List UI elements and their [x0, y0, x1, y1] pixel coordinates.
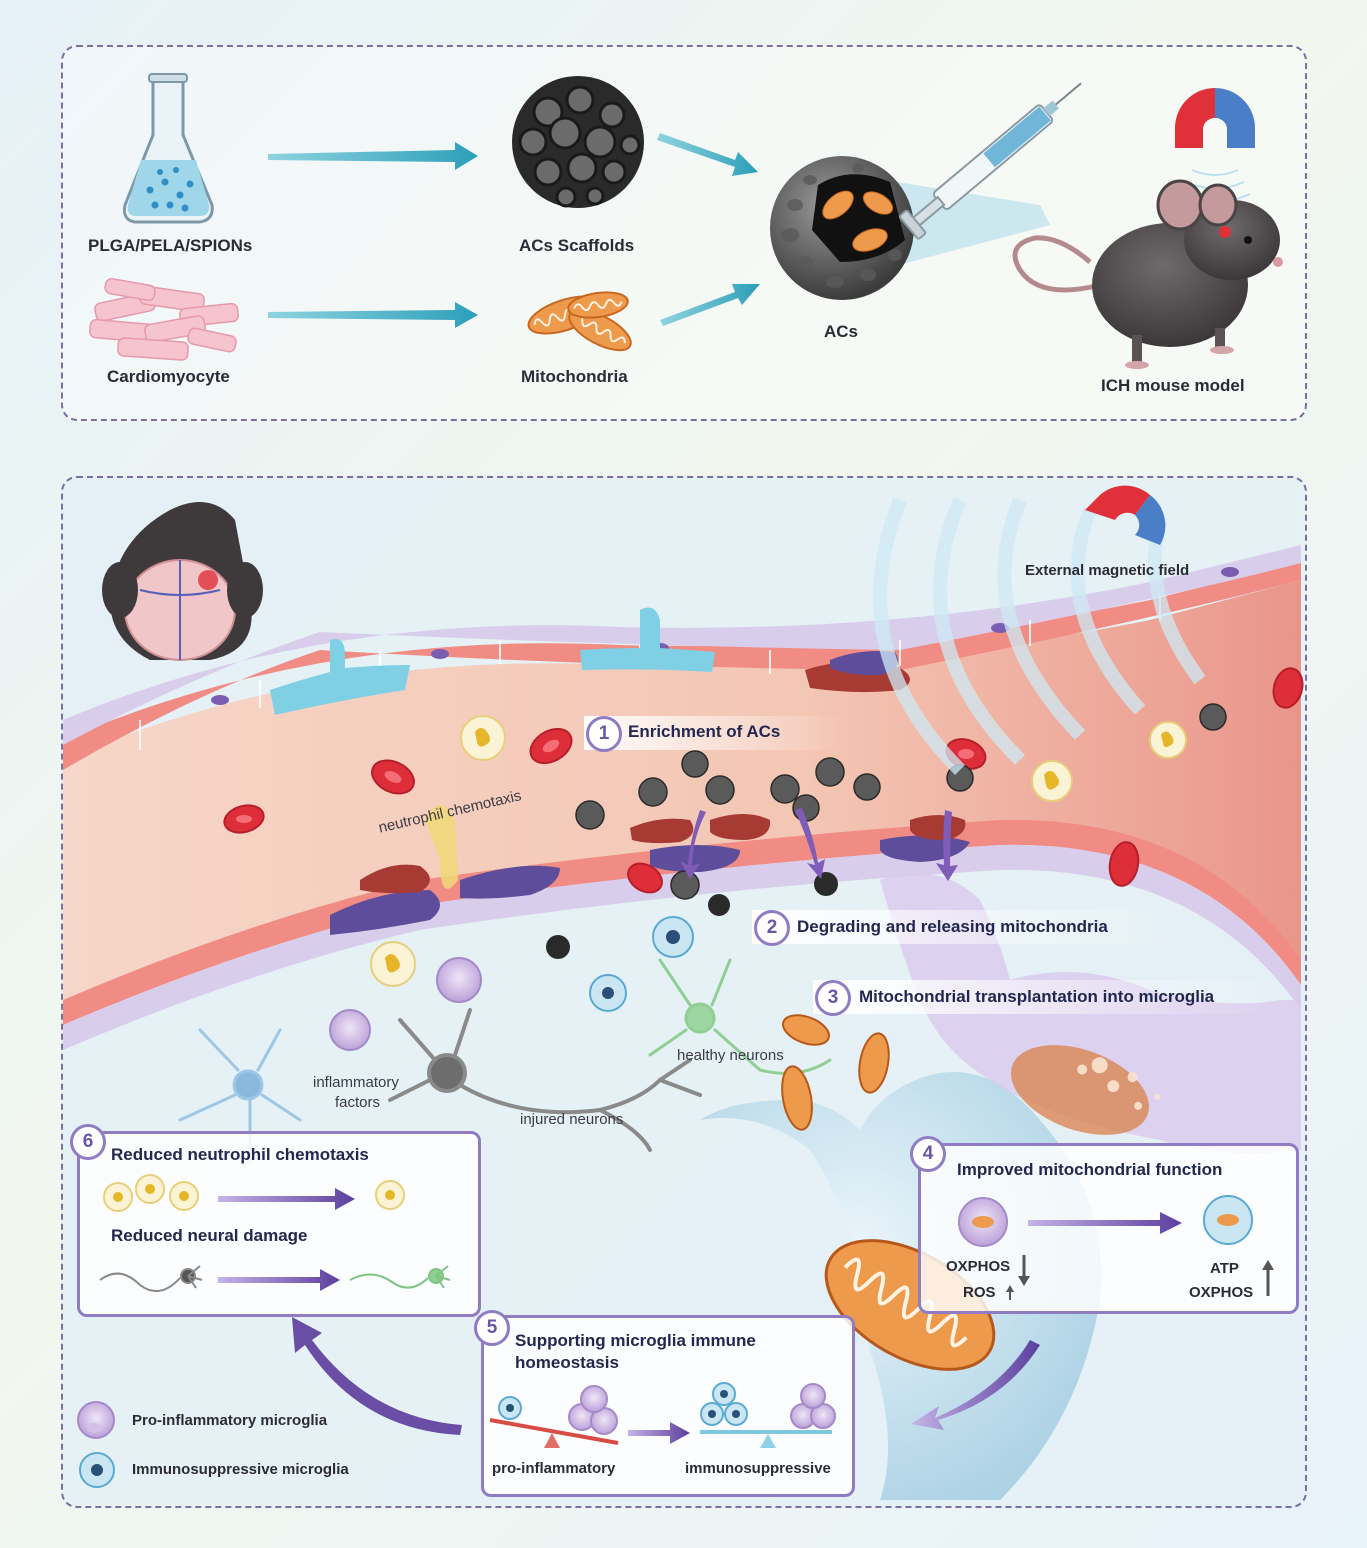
step1-band: [584, 716, 844, 750]
acs-particles: [575, 703, 1227, 900]
label-mouse-model: ICH mouse model: [1101, 376, 1245, 395]
step1-title: Enrichment of ACs: [628, 722, 781, 741]
label-mitochondria: Mitochondria: [521, 367, 628, 386]
step5-title-line1: Supporting microglia immune: [515, 1331, 756, 1350]
step1-number: 1: [586, 716, 622, 752]
label-cardiomyocyte: Cardiomyocyte: [107, 367, 230, 386]
acs-loaded-sphere-icon: [770, 156, 1050, 300]
step5-number: 5: [474, 1310, 510, 1346]
degrading-acs: [546, 872, 838, 959]
step5-label-pro-inflammatory: pro-inflammatory: [492, 1460, 616, 1477]
step2-number: 2: [754, 910, 790, 946]
step6-title-neural: Reduced neural damage: [111, 1226, 308, 1245]
acs-scaffold-sphere-icon: [512, 76, 644, 208]
top-panel: [61, 45, 1307, 421]
legend-immunosuppressive-label: Immunosuppressive microglia: [132, 1461, 349, 1478]
step4-title: Improved mitochondrial function: [957, 1160, 1223, 1179]
step3-band: [813, 980, 1283, 1014]
step4-left-oxphos: OXPHOS: [946, 1258, 1011, 1275]
label-injured-neurons: injured neurons: [520, 1111, 624, 1128]
step5-title-line2: homeostasis: [515, 1353, 619, 1372]
mitochondria-icon: [527, 291, 632, 352]
label-factors: factors: [335, 1094, 381, 1111]
flask-icon: [123, 73, 214, 224]
released-mitochondria: [781, 1014, 890, 1131]
legend-pro-inflammatory-label: Pro-inflammatory microglia: [132, 1412, 328, 1429]
label-acs: ACs: [824, 322, 859, 341]
step4-number: 4: [910, 1136, 946, 1172]
arrow-to-step6: [292, 1317, 462, 1435]
step4-right-atp: ATP: [1210, 1260, 1239, 1277]
top-panel-graphics: [89, 73, 1283, 369]
damaged-endothelium: [805, 651, 910, 693]
vessel-wall-upper: [63, 545, 1301, 770]
acs-entry-arrows: [680, 808, 958, 881]
neutrophils: [370, 715, 1187, 987]
flow-arrows-top: [268, 133, 760, 328]
step4-left-ros: ROS: [963, 1284, 996, 1301]
label-magnetic-field: External magnetic field: [1025, 562, 1190, 579]
step3-number: 3: [815, 980, 851, 1016]
mouse-brain-icon: [102, 502, 263, 661]
injured-neuron: [388, 1008, 702, 1152]
step2-title: Degrading and releasing mitochondria: [797, 917, 1108, 936]
label-healthy-neurons: healthy neurons: [677, 1047, 784, 1064]
syringe-icon: [898, 82, 1082, 240]
label-polymers: PLGA/PELA/SPIONs: [88, 236, 253, 255]
mouse-model-icon: [1012, 179, 1283, 369]
step5-label-immunosuppressive: immunosuppressive: [685, 1460, 831, 1477]
step3-title: Mitochondrial transplantation into micro…: [859, 987, 1215, 1006]
label-inflammatory: inflammatory: [313, 1074, 399, 1091]
step6-title-neutrophil: Reduced neutrophil chemotaxis: [111, 1145, 369, 1164]
label-acs-scaffolds: ACs Scaffolds: [519, 236, 635, 255]
cardiomyocyte-icon: [89, 277, 239, 361]
step6-number: 6: [70, 1124, 106, 1160]
large-mitochondrion-degrading: [1010, 1045, 1161, 1135]
background-neuron: [178, 1028, 302, 1162]
immunosuppressive-microglia-cells: [589, 916, 694, 1012]
step2-band: [752, 910, 1172, 944]
magnet-icon-bottom: [1085, 485, 1166, 545]
arrow-to-step5: [911, 1340, 1040, 1430]
pro-inflammatory-microglia-cells: [329, 957, 482, 1051]
step4-right-oxphos: OXPHOS: [1189, 1284, 1254, 1301]
